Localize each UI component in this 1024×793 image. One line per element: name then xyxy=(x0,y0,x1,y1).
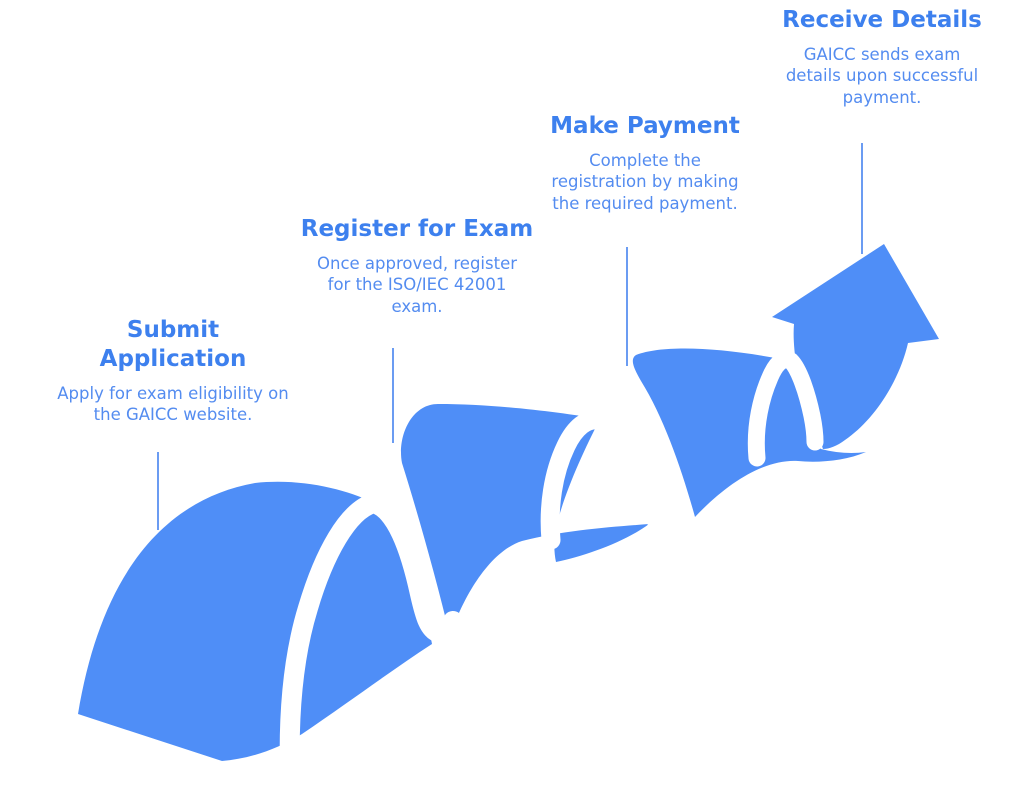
wave-segment-2 xyxy=(400,404,649,636)
step-title: Register for Exam xyxy=(300,216,534,242)
step-description: Complete the registration by making the … xyxy=(551,150,739,213)
twist-gap-3 xyxy=(747,351,824,467)
step-title: Receive Details xyxy=(782,7,982,33)
step-title: Make Payment xyxy=(550,113,740,139)
step-receive-details: Receive Details GAICC sends exam details… xyxy=(752,6,1012,108)
step-register-for-exam: Register for Exam Once approved, registe… xyxy=(282,215,552,317)
step-description: Once approved, register for the ISO/IEC … xyxy=(317,253,517,316)
step-description: GAICC sends exam details upon successful… xyxy=(785,44,979,107)
step-title: Submit Application xyxy=(99,317,247,372)
twist-gap-2 xyxy=(540,410,688,550)
step-description: Apply for exam eligibility on the GAICC … xyxy=(57,383,289,425)
twist-gap-1 xyxy=(279,492,463,793)
step-make-payment: Make Payment Complete the registration b… xyxy=(515,112,775,214)
step-submit-application: Submit Application Apply for exam eligib… xyxy=(38,316,308,426)
wave-segment-1 xyxy=(78,481,432,761)
